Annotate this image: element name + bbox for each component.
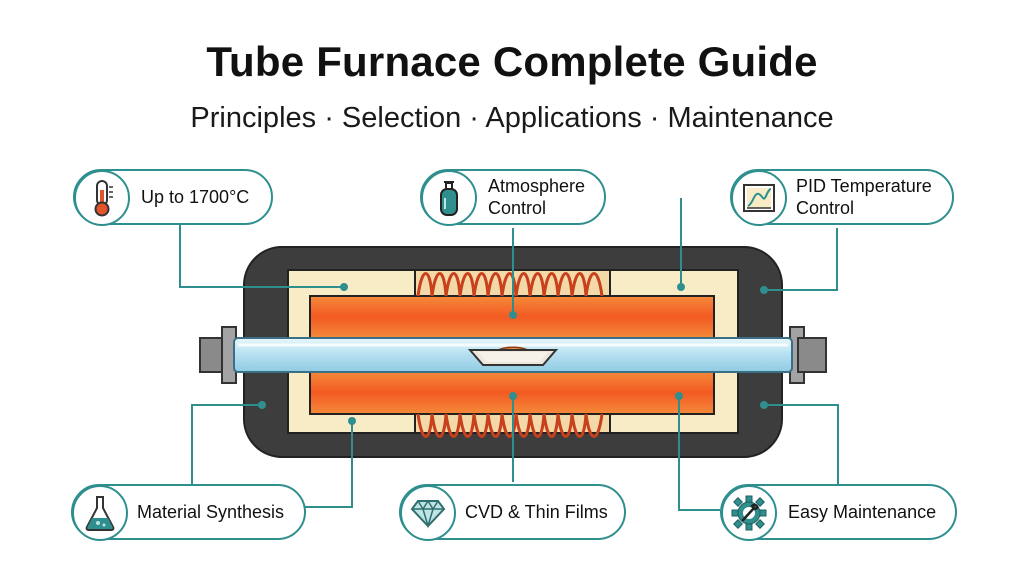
- page-subtitle: Principles · Selection · Applications · …: [190, 102, 834, 134]
- leader-lines: [179, 198, 839, 511]
- temperature-chart-icon: [743, 184, 775, 212]
- callout-maintenance-label: Easy Maintenance: [788, 502, 937, 522]
- thermometer-icon: [94, 180, 113, 217]
- callout-cvd-label: CVD & Thin Films: [465, 502, 608, 522]
- callout-pid: PID Temperature Control: [730, 169, 954, 226]
- temperature-chart-badge: [731, 170, 787, 226]
- page-title: Tube Furnace Complete Guide: [206, 38, 818, 85]
- gas-cylinder-icon: [440, 181, 458, 216]
- gear-wrench-icon: [731, 495, 767, 531]
- flask-badge: [72, 485, 128, 541]
- callout-synthesis: Material Synthesis: [71, 484, 306, 541]
- gear-wrench-badge: [721, 485, 777, 541]
- callout-pid-label: PID Temperature Control: [796, 175, 932, 219]
- heating-coil-upper: [416, 272, 604, 297]
- diamond-badge: [400, 485, 456, 541]
- callout-pid-line2: Control: [796, 198, 855, 218]
- callout-cvd: CVD & Thin Films: [399, 484, 626, 541]
- flange-right-outer: [797, 337, 827, 373]
- callout-pid-line1: PID Temperature: [796, 176, 932, 196]
- flask-icon: [85, 496, 115, 531]
- heating-coil-lower: [416, 413, 604, 438]
- callout-temperature: Up to 1700°C: [73, 169, 273, 226]
- callout-synthesis-label: Material Synthesis: [137, 502, 285, 522]
- diamond-icon: [410, 499, 446, 529]
- callout-maintenance: Easy Maintenance: [720, 484, 957, 541]
- callout-temperature-label: Up to 1700°C: [141, 187, 250, 207]
- callout-atmosphere: Atmosphere Control: [420, 169, 606, 226]
- gas-cylinder-badge: [421, 170, 477, 226]
- callout-atmosphere-label: Atmosphere Control: [488, 175, 585, 219]
- thermometer-badge: [74, 170, 130, 226]
- callout-atmosphere-line1: Atmosphere: [488, 176, 586, 196]
- callout-atmosphere-line2: Control: [488, 198, 547, 218]
- sample-boat: [467, 346, 559, 366]
- leader-dots: [258, 283, 768, 425]
